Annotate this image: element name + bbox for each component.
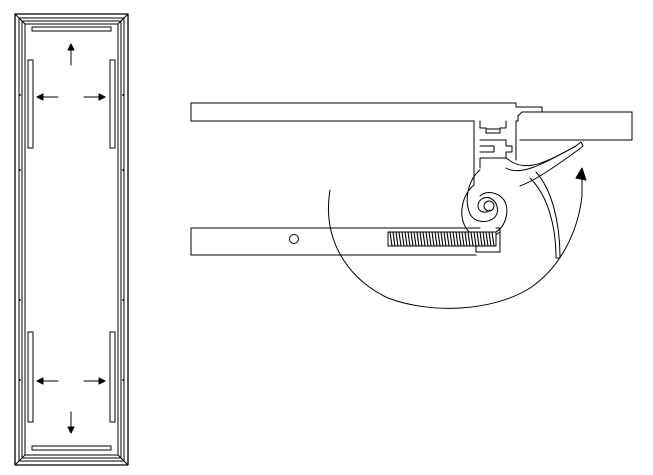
spring-thread [482,231,486,247]
spring-thread [413,231,417,247]
corner-mitre-br [117,454,129,466]
section-view [190,102,633,309]
spring-thread [416,231,420,247]
spring-thread [446,231,450,247]
side-clip-right-top [109,59,116,149]
frame-edge-2 [18,17,125,462]
spring-thread [440,231,444,247]
spring-thread [437,231,441,247]
corner-mitre-tl [14,13,26,25]
spring-thread [434,231,438,247]
spring-thread [392,231,396,247]
spring-thread [464,231,468,247]
spring-thread [431,231,435,247]
spring-thread [428,231,432,247]
frame-edge-3 [21,20,122,459]
arrow-left-icon [36,93,59,101]
arrow-down-icon [67,411,75,434]
corner-mitre-tr [117,13,129,25]
side-clip-right-bottom [109,331,116,423]
arrow-up-icon [67,43,75,66]
spring-thread [461,231,465,247]
spring-thread [407,231,411,247]
threaded-spring-icon [387,227,501,253]
arrow-group-top [36,43,106,101]
spring-thread [395,231,399,247]
spring-thread [425,231,429,247]
frame-side-dots [19,94,124,381]
spring-thread [398,231,402,247]
poster-panel [519,111,633,141]
frame-outer-edge [14,13,129,466]
spring-thread [491,231,495,247]
spring-thread [470,231,474,247]
spring-thread [410,231,414,247]
spring-thread [422,231,426,247]
spring-thread [485,231,489,247]
spring-thread [488,231,492,247]
arrow-left-icon [36,377,59,385]
spring-thread [404,231,408,247]
spring-thread [401,231,405,247]
frame-front-view [14,13,129,466]
spring-thread [449,231,453,247]
spring-thread [476,231,480,247]
upper-profile-bar [190,102,543,122]
bottom-rail [31,445,112,451]
rail-hole [289,234,299,244]
lower-rail [190,227,481,256]
spring-thread [419,231,423,247]
spring-thread [479,231,483,247]
frame-inner-edge [24,23,119,456]
rotation-sweep [328,167,587,309]
side-clip-left-bottom [27,331,34,423]
spring-thread [452,231,456,247]
spring-thread [389,231,393,247]
arrow-group-bottom [36,377,106,434]
extrusion-body [473,120,517,186]
spring-thread [473,231,477,247]
top-rail [31,26,112,32]
curved-arrow-icon [575,167,587,197]
corner-mitre-bl [14,454,26,466]
spring-thread [458,231,462,247]
spring-thread [455,231,459,247]
arrow-right-icon [83,377,106,385]
side-clip-left-top [27,59,34,149]
arrow-right-icon [83,93,106,101]
spring-thread [443,231,447,247]
spring-thread [467,231,471,247]
